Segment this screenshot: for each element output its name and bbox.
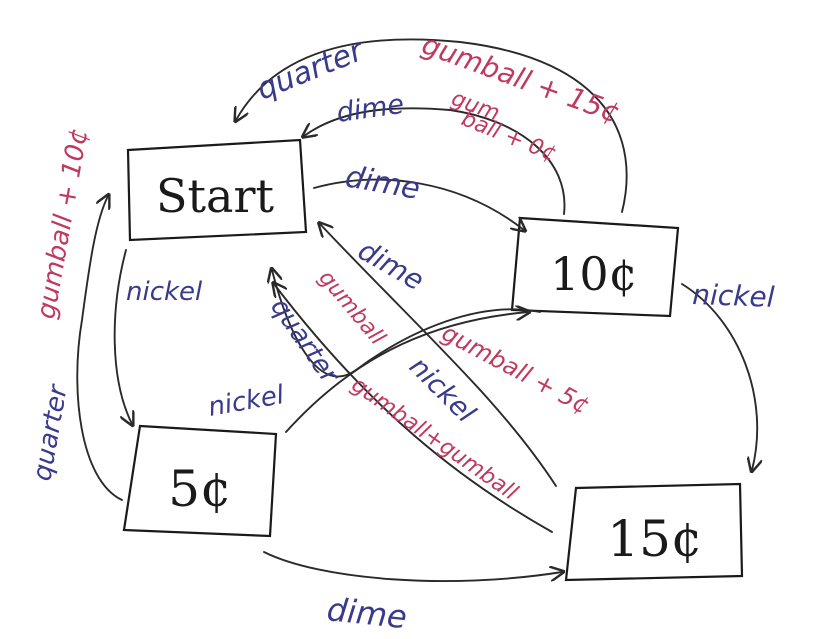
label-gum-line2: ball + 0¢ — [458, 106, 560, 167]
edge-10c-to-start-dime — [304, 107, 566, 215]
edge-5c-to-start-quarter — [76, 196, 123, 501]
label-dime-top: dime — [335, 89, 406, 129]
label-nickel-start-5: nickel — [126, 277, 203, 307]
state-start: Start — [126, 138, 308, 242]
edge-5c-to-15c-dime — [263, 551, 562, 582]
state-15c-label: 15¢ — [607, 510, 702, 568]
edge-10c-to-15c-nickel — [681, 283, 757, 470]
edge-start-to-5c-nickel — [113, 249, 132, 424]
edge-15c-to-start-nickel — [320, 224, 557, 487]
label-quarter-cross: quarter — [264, 293, 345, 391]
label-nickel-5: nickel — [206, 380, 287, 423]
label-dime-bottom: dime — [325, 590, 409, 636]
state-5c: 5¢ — [122, 424, 278, 538]
state-5c-label: 5¢ — [168, 460, 232, 518]
edge-15c-to-start-quarter — [274, 284, 553, 533]
label-dime-start-10: dime — [343, 159, 423, 207]
edge-10c-to-start-quarter — [236, 38, 628, 213]
label-quarter-left: quarter — [27, 381, 74, 484]
edge-start-to-10c-dime — [313, 178, 524, 230]
label-dime-cross: dime — [353, 233, 430, 297]
edge-5c-to-10c-nickel — [285, 312, 528, 433]
state-start-label: Start — [156, 169, 274, 223]
label-gumball-15: gumball + 15¢ — [418, 28, 625, 130]
label-nickel-10-15: nickel — [692, 278, 775, 314]
state-10c-label: 10¢ — [550, 247, 638, 301]
state-15c: 15¢ — [564, 482, 744, 582]
label-gumball-15-to-start: gumball — [313, 266, 389, 350]
state-10c: 10¢ — [510, 216, 680, 318]
